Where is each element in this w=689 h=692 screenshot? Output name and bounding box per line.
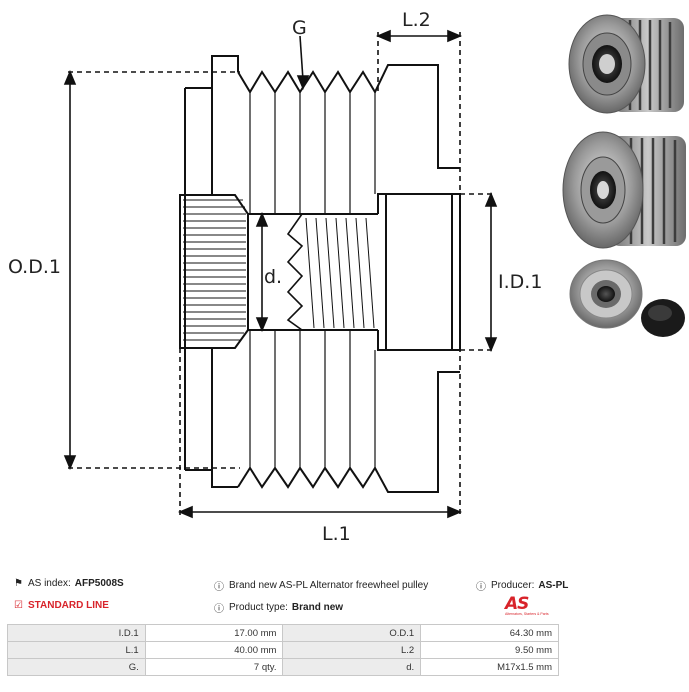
product-type-value: Brand new xyxy=(291,602,344,613)
product-photo-angle xyxy=(562,128,687,254)
dimension-arrows xyxy=(63,29,498,519)
spec-value: 17.00 mm xyxy=(144,624,284,642)
standard-line-row: ☑ STANDARD LINE xyxy=(14,600,109,611)
product-type-row: ⓘ Product type: Brand new xyxy=(214,600,343,615)
label-od1: O.D.1 xyxy=(8,256,61,278)
spec-value: 40.00 mm xyxy=(144,641,284,659)
label-d: d. xyxy=(264,266,282,288)
as-index-value: AFP5008S xyxy=(74,578,124,589)
product-type-label: Product type: xyxy=(229,602,288,613)
thread-hatching xyxy=(305,217,375,329)
info-icon: ⓘ xyxy=(214,604,224,615)
dashed-extension-lines xyxy=(68,32,495,515)
spec-value: 9.50 mm xyxy=(420,641,559,659)
as-index-row: ⚑ AS index: AFP5008S xyxy=(14,578,124,589)
info-icon: ⓘ xyxy=(476,582,486,593)
spline-hatching xyxy=(183,199,246,341)
producer-row: ⓘ Producer: AS-PL xyxy=(476,578,568,593)
label-l1: L.1 xyxy=(322,523,351,545)
spec-label: O.D.1 xyxy=(282,624,422,642)
label-l2: L.2 xyxy=(402,9,431,31)
producer-value: AS-PL xyxy=(538,580,569,591)
as-pl-logo: AS Alternators, Starters & Parts xyxy=(505,594,565,618)
logo-mark: AS xyxy=(505,594,529,614)
checkbox-icon: ☑ xyxy=(14,600,23,611)
spec-value: 64.30 mm xyxy=(420,624,559,642)
spec-value: M17x1.5 mm xyxy=(420,658,559,676)
description-text: Brand new AS-PL Alternator freewheel pul… xyxy=(229,580,429,591)
spec-table: I.D.1 17.00 mm O.D.1 64.30 mm L.1 40.00 … xyxy=(7,624,559,676)
label-g: G xyxy=(292,17,307,39)
info-icon: ⓘ xyxy=(214,582,224,593)
spec-label: d. xyxy=(282,658,422,676)
standard-line-label: STANDARD LINE xyxy=(27,600,109,611)
table-row: I.D.1 17.00 mm O.D.1 64.30 mm xyxy=(7,624,559,642)
table-row: G. 7 qty. d. M17x1.5 mm xyxy=(7,658,559,676)
spec-label: G. xyxy=(7,658,146,676)
product-photo-with-cap xyxy=(569,259,685,337)
spec-label: L.1 xyxy=(7,641,146,659)
product-photo-front xyxy=(568,8,687,118)
spec-label: I.D.1 xyxy=(7,624,146,642)
tag-icon: ⚑ xyxy=(14,578,23,589)
pulley-outline xyxy=(179,55,461,493)
pulley-technical-drawing: G L.2 O.D.1 I.D.1 d. L.1 xyxy=(8,8,687,545)
spec-value: 7 qty. xyxy=(144,658,284,676)
as-index-label: AS index: xyxy=(27,578,71,589)
product-info: ⚑ AS index: AFP5008S ☑ STANDARD LINE ⓘ B… xyxy=(0,572,689,622)
table-row: L.1 40.00 mm L.2 9.50 mm xyxy=(7,641,559,659)
logo-tagline: Alternators, Starters & Parts xyxy=(505,612,549,616)
producer-label: Producer: xyxy=(491,580,535,591)
spec-label: L.2 xyxy=(282,641,422,659)
description-row: ⓘ Brand new AS-PL Alternator freewheel p… xyxy=(214,578,428,593)
label-id1: I.D.1 xyxy=(498,271,542,293)
